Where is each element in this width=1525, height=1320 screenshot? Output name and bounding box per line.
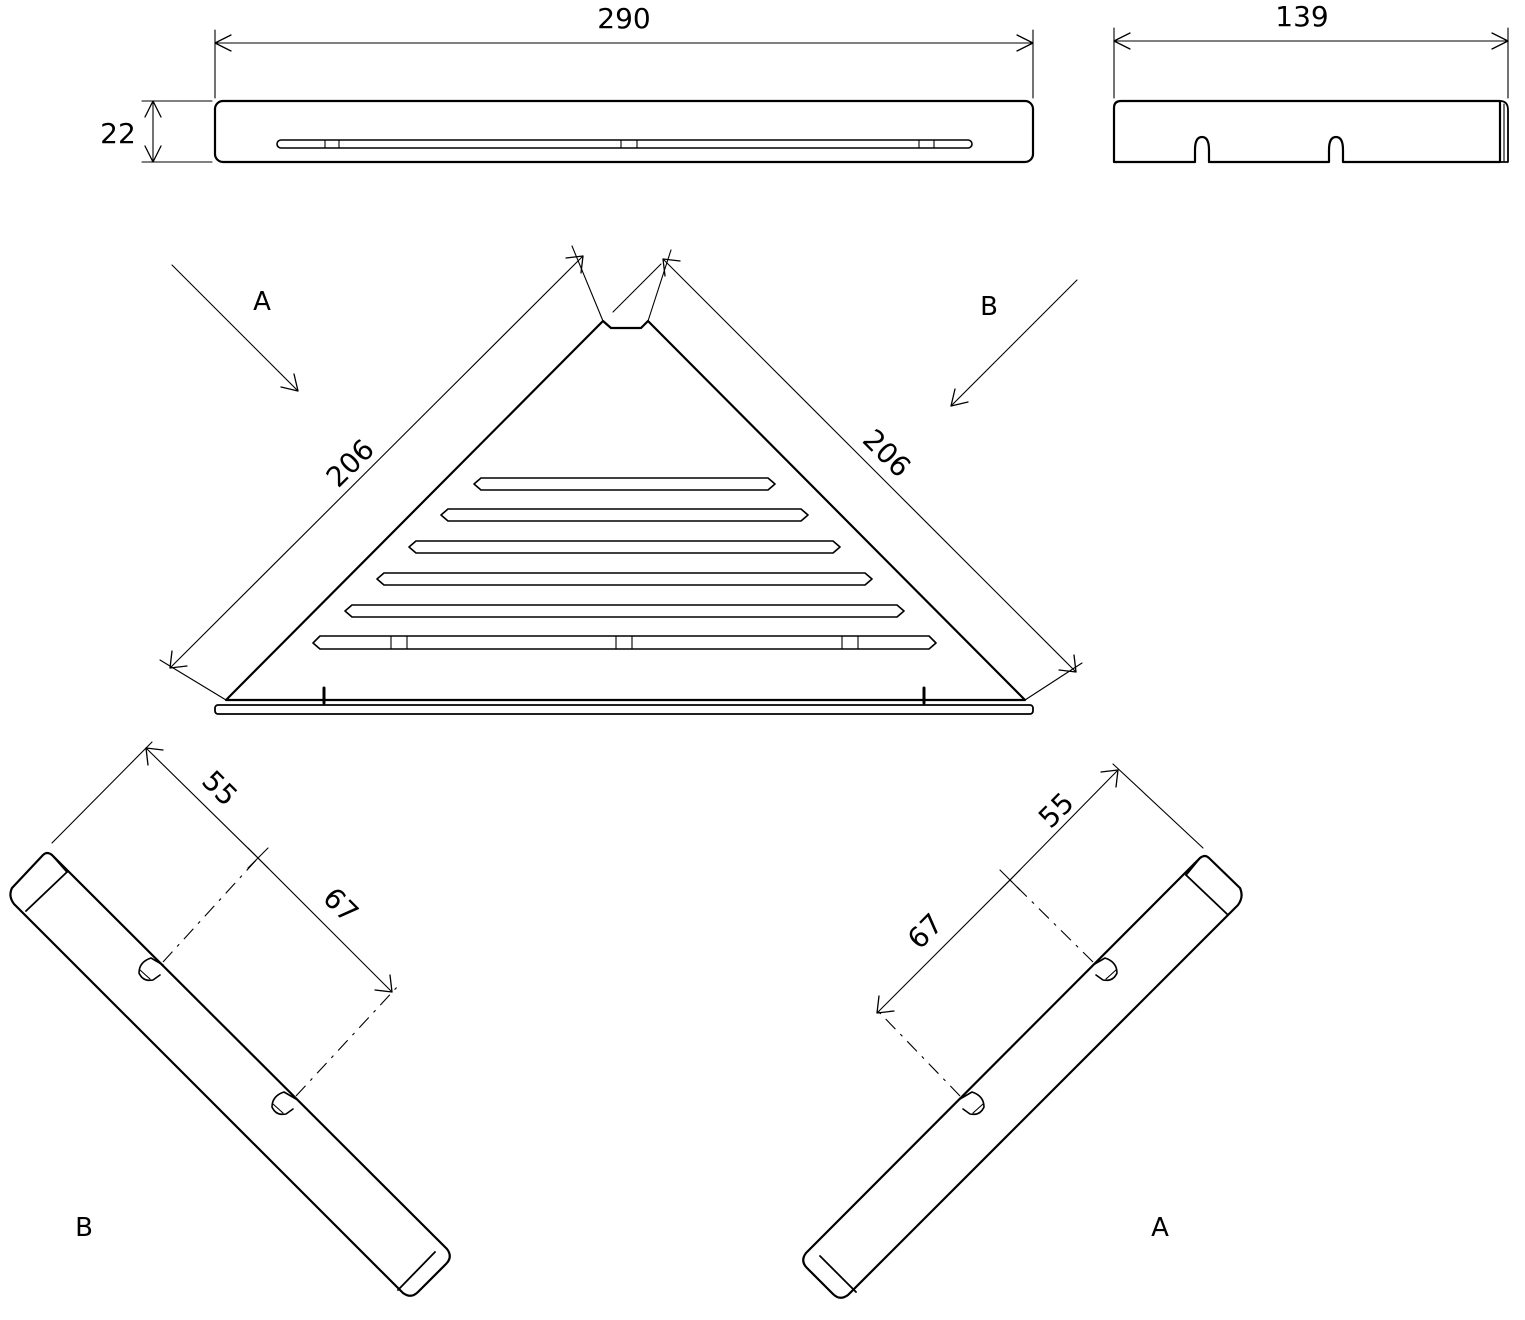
right-side-view: 55 67 A [802,763,1243,1299]
drain-slot [473,477,776,491]
drain-slot [312,635,937,650]
left-side-view: 55 67 B [9,741,451,1297]
left-view-body [9,851,451,1297]
left-view-label: B [75,1213,93,1243]
mounting-screw [271,1091,297,1116]
drain-slot [440,508,809,522]
view-arrow-a: A [171,264,299,392]
side-view-flange [1499,100,1509,163]
view-arrow-b: B [950,279,1078,407]
dimension-text-55-right: 55 [1032,786,1081,835]
dimension-text-206-right: 206 [856,423,917,484]
drain-slot [376,572,873,586]
dimension-139: 139 [1113,0,1509,99]
triangle-outline [224,319,1027,702]
dimension-206-right: 206 [612,249,1083,701]
dimension-text-139: 139 [1275,0,1328,33]
right-view-label: A [1151,1213,1169,1243]
dimension-206-left: 206 [159,245,604,701]
mounting-screw [1092,957,1118,982]
mounting-screw [138,957,164,982]
dimension-text-206-left: 206 [320,433,381,494]
dimension-290: 290 [214,2,1034,99]
side-view: 139 [1112,0,1509,164]
back-plate [214,704,1034,715]
dimension-text-67-left: 67 [316,881,365,930]
dimension-text-22: 22 [100,117,136,150]
side-view-body [1112,99,1502,164]
front-view-slot-bridges [324,139,935,149]
drain-slots [312,477,937,650]
dimension-22: 22 [100,100,213,163]
top-view: 206 206 A B [159,245,1083,715]
view-arrow-b-label: B [980,292,998,322]
front-view: 290 22 [100,2,1035,164]
right-view-body [802,854,1243,1299]
front-view-slot [276,139,973,149]
front-view-body [213,99,1035,164]
view-arrow-a-label: A [253,287,271,317]
drain-slot [408,540,841,554]
drain-slot [344,604,905,618]
mounting-screw [959,1091,985,1116]
dimension-text-290: 290 [597,2,650,35]
dimension-text-55-left: 55 [195,764,244,813]
